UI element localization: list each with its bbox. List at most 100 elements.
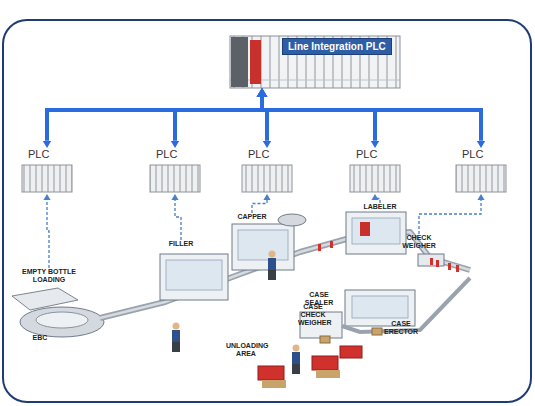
- connector-line: [175, 95, 262, 141]
- label-roll: [360, 222, 370, 236]
- bottle: [430, 258, 433, 265]
- cpu-module: [250, 40, 261, 84]
- labeler-machine: [346, 212, 406, 254]
- connector-line: [262, 95, 481, 141]
- arrow-head: [371, 141, 379, 148]
- plc-module: [150, 165, 200, 192]
- arrow-head: [263, 194, 270, 200]
- signal-connector: [171, 194, 181, 240]
- plc-rack: [230, 36, 400, 88]
- plc-controller: PLC: [346, 148, 404, 194]
- signal-connector: [252, 194, 271, 213]
- cap-hopper: [278, 214, 306, 226]
- bottle: [456, 265, 459, 272]
- check-weigher: [418, 254, 444, 266]
- bus-connector: [257, 88, 380, 148]
- bottle: [318, 244, 321, 251]
- plc-module: [456, 165, 506, 192]
- bus-connector: [257, 88, 272, 148]
- node-text: LABELER: [360, 203, 400, 211]
- node-text: CAPPER: [234, 213, 270, 221]
- pallet-load: [312, 356, 338, 370]
- plc-module: [350, 165, 400, 192]
- connector-line: [262, 95, 375, 141]
- worker-body: [268, 258, 276, 270]
- plc-controller: PLC: [238, 148, 296, 194]
- part-label: CASE ERECTOR: [384, 320, 418, 336]
- arrow-head: [257, 88, 268, 97]
- worker-head: [173, 323, 180, 330]
- worker-legs: [172, 342, 180, 352]
- plc-module: [242, 165, 292, 192]
- bus-connector: [171, 88, 268, 148]
- signal-connector: [371, 194, 380, 203]
- node-text: FILLER: [164, 240, 198, 248]
- plc-controller: PLC: [18, 148, 76, 194]
- part-label: EBC: [28, 334, 52, 342]
- pallet-load: [340, 346, 362, 358]
- node-text: PLC: [18, 148, 76, 161]
- pallet: [262, 380, 286, 388]
- machine-label: LABELER: [360, 203, 400, 211]
- signal-connector: [43, 194, 50, 268]
- connector-line: [419, 199, 481, 234]
- bottle: [330, 241, 333, 248]
- pallet: [316, 370, 340, 378]
- arrow-head: [257, 88, 268, 97]
- node-text: PLC: [452, 148, 510, 161]
- connector-line: [47, 199, 49, 268]
- machine-label: EMPTY BOTTLE LOADING: [18, 268, 80, 284]
- case: [372, 328, 382, 335]
- arrow-head: [263, 141, 271, 148]
- worker-body: [172, 330, 180, 342]
- arrow-head: [371, 194, 378, 200]
- bottle: [448, 263, 451, 270]
- ebc-turntable: [36, 312, 88, 328]
- bottle: [436, 260, 439, 267]
- pallet-load: [258, 366, 284, 380]
- power-supply: [231, 37, 248, 87]
- part-label: CASE CHECK WEIGHER: [298, 303, 328, 327]
- node-text: PLC: [346, 148, 404, 161]
- worker-body: [292, 352, 300, 364]
- signal-connector: [419, 194, 485, 234]
- capper-window: [238, 230, 288, 260]
- arrow-head: [257, 88, 268, 97]
- case: [320, 336, 330, 343]
- plc-controller: PLC: [146, 148, 204, 194]
- arrow-head: [171, 141, 179, 148]
- capper-machine: [232, 224, 294, 270]
- connector-line: [47, 95, 262, 141]
- ebc-turntable: [20, 307, 104, 337]
- plc-module: [22, 165, 72, 192]
- node-text: Line Integration PLC: [282, 38, 392, 55]
- machine-label: CHECK WEIGHER: [398, 234, 440, 250]
- arrow-head: [477, 194, 484, 200]
- line-integration-plc: Line Integration PLC: [230, 36, 400, 88]
- worker-legs: [292, 364, 300, 374]
- node-text: EMPTY BOTTLE LOADING: [18, 268, 80, 284]
- connector-line: [175, 199, 181, 240]
- worker-head: [269, 251, 276, 258]
- case-erector-window: [352, 296, 408, 318]
- connector-line: [252, 199, 267, 213]
- node-text: PLC: [146, 148, 204, 161]
- machine-label: CAPPER: [234, 213, 270, 221]
- arrow-head: [257, 88, 268, 97]
- frame-border: [3, 20, 531, 402]
- arrow-head: [257, 88, 268, 97]
- plc-controller: PLC: [452, 148, 510, 194]
- worker-head: [293, 345, 300, 352]
- node-text: CHECK WEIGHER: [398, 234, 440, 250]
- part-label: UNLOADING AREA: [226, 342, 266, 358]
- bus-connector: [257, 88, 486, 148]
- bus-connector: [43, 88, 268, 148]
- arrow-head: [43, 141, 51, 148]
- arrow-head: [171, 194, 178, 200]
- arrow-head: [477, 141, 485, 148]
- arrow-head: [43, 194, 50, 200]
- machine-label: FILLER: [164, 240, 198, 248]
- filler-machine: [160, 254, 228, 300]
